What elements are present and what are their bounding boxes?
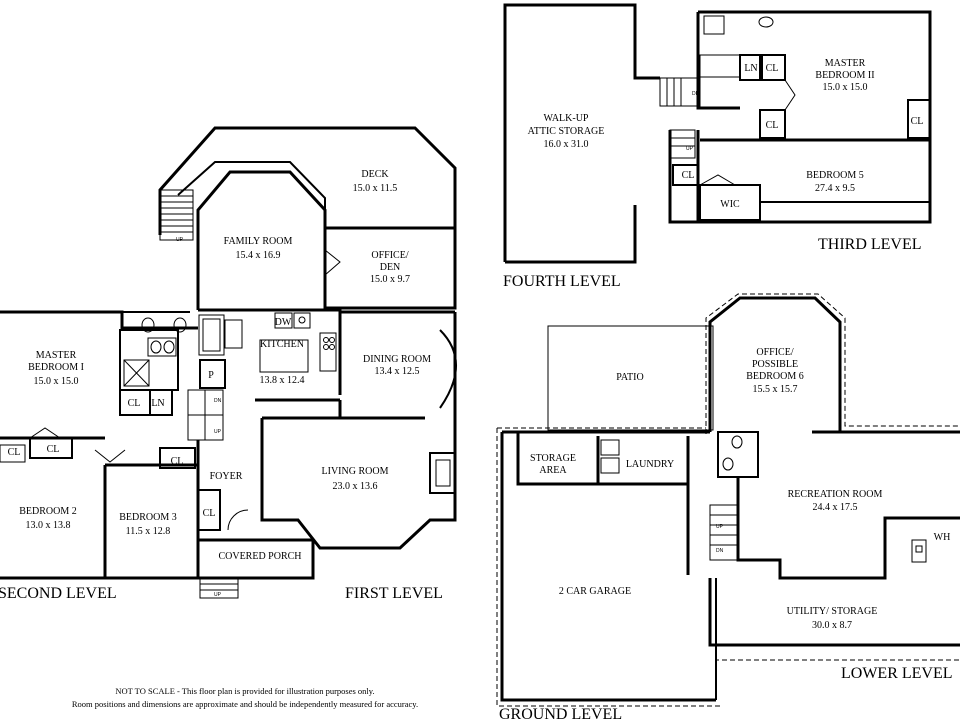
storage-area-label-1: STORAGE <box>530 453 576 464</box>
fourth-level-title: FOURTH LEVEL <box>503 273 621 290</box>
closet-label: CL <box>8 447 21 458</box>
kitchen-dims: 13.8 x 12.4 <box>260 375 305 386</box>
stair-dn-label: DN <box>692 91 700 97</box>
living-room-dims: 23.0 x 13.6 <box>333 481 378 492</box>
pantry-label: P <box>208 370 214 381</box>
office-den-dims: 15.0 x 9.7 <box>370 274 410 285</box>
office-den-label-2: DEN <box>380 262 401 273</box>
room-labels: DECK 15.0 x 11.5 FAMILY ROOM 15.4 x 16.9… <box>19 58 950 631</box>
kitchen-label: KITCHEN <box>260 339 304 350</box>
foyer-label: FOYER <box>210 471 243 482</box>
master-bedroom-2-dims: 15.0 x 15.0 <box>823 82 868 93</box>
fourth-level-plan <box>503 3 701 264</box>
covered-porch-label: COVERED PORCH <box>218 551 301 562</box>
office-den-label-1: OFFICE/ <box>371 250 408 261</box>
closet-label: CL <box>128 398 141 409</box>
attic-label-2: ATTIC STORAGE <box>528 126 605 137</box>
closet-label: CL <box>171 456 184 467</box>
storage-area-label-2: AREA <box>539 465 567 476</box>
dining-room-dims: 13.4 x 12.5 <box>375 366 420 377</box>
bedroom-3-label: BEDROOM 3 <box>119 512 177 523</box>
second-level-plan <box>0 310 200 580</box>
office-bedroom-6-label-1: OFFICE/ <box>756 347 793 358</box>
first-level-plan <box>158 126 457 599</box>
first-level-title: FIRST LEVEL <box>345 585 443 602</box>
closet-label: CL <box>203 508 216 519</box>
linen-label: LN <box>151 398 164 409</box>
deck-label: DECK <box>361 169 389 180</box>
master-bedroom-2-label-2: BEDROOM II <box>815 70 874 81</box>
dishwasher-label: DW <box>275 317 292 328</box>
stair-dn-label: DN <box>716 548 724 554</box>
second-level-title: SECOND LEVEL <box>0 585 117 602</box>
patio-label: PATIO <box>616 372 643 383</box>
utility-storage-label: UTILITY/ STORAGE <box>787 606 878 617</box>
disclaimer-line-2: Room positions and dimensions are approx… <box>72 699 418 709</box>
stair-dn-label: DN <box>214 398 222 404</box>
bedroom-5-dims: 27.4 x 9.5 <box>815 183 855 194</box>
stair-up-label: UP <box>214 429 222 435</box>
office-bedroom-6-label-2: POSSIBLE <box>752 359 798 370</box>
closet-label: CL <box>47 444 60 455</box>
family-room-dims: 15.4 x 16.9 <box>236 250 281 261</box>
attic-dims: 16.0 x 31.0 <box>544 139 589 150</box>
level-titles: SECOND LEVEL FIRST LEVEL FOURTH LEVEL TH… <box>0 236 953 720</box>
disclaimer: NOT TO SCALE - This floor plan is provid… <box>72 686 418 709</box>
wic-label: WIC <box>720 199 740 210</box>
closet-label: CL <box>911 116 924 127</box>
stair-up-label: UP <box>214 592 222 598</box>
ground-level-title: GROUND LEVEL <box>499 706 622 720</box>
bedroom-3-dims: 11.5 x 12.8 <box>126 526 171 537</box>
family-room-label: FAMILY ROOM <box>224 236 293 247</box>
office-bedroom-6-label-3: BEDROOM 6 <box>746 371 804 382</box>
fixture-labels: CL CL CL LN CL P CL DW LN CL CL CL CL DN… <box>8 63 924 598</box>
closet-label: CL <box>766 63 779 74</box>
stair-up-label: UP <box>686 146 694 152</box>
office-bedroom-6-dims: 15.5 x 15.7 <box>753 384 798 395</box>
garage-label: 2 CAR GARAGE <box>559 586 631 597</box>
lower-level-title: LOWER LEVEL <box>841 665 953 682</box>
third-level-plan <box>668 10 932 224</box>
dining-room-label: DINING ROOM <box>363 354 431 365</box>
linen-label: LN <box>744 63 757 74</box>
wh-label: WH <box>934 532 951 543</box>
third-level-title: THIRD LEVEL <box>818 236 922 253</box>
disclaimer-line-1: NOT TO SCALE - This floor plan is provid… <box>115 686 374 696</box>
attic-label-1: WALK-UP <box>544 113 589 124</box>
stair-up-label: UP <box>716 524 724 530</box>
deck-dims: 15.0 x 11.5 <box>353 183 398 194</box>
master-bedroom-2-label-1: MASTER <box>825 58 866 69</box>
recreation-room-label: RECREATION ROOM <box>788 489 883 500</box>
stair-up-label: UP <box>176 237 184 243</box>
closet-label: CL <box>766 120 779 131</box>
living-room-label: LIVING ROOM <box>322 466 389 477</box>
master-bedroom-1-dims: 15.0 x 15.0 <box>34 376 79 387</box>
bedroom-2-dims: 13.0 x 13.8 <box>26 520 71 531</box>
master-bedroom-1-label-1: MASTER <box>36 350 77 361</box>
closet-label: CL <box>682 170 695 181</box>
utility-storage-dims: 30.0 x 8.7 <box>812 620 852 631</box>
master-bedroom-1-label-2: BEDROOM I <box>28 362 84 373</box>
bedroom-5-label: BEDROOM 5 <box>806 170 864 181</box>
laundry-label: LAUNDRY <box>626 459 674 470</box>
recreation-room-dims: 24.4 x 17.5 <box>813 502 858 513</box>
bedroom-2-label: BEDROOM 2 <box>19 506 77 517</box>
lower-level-plan <box>708 478 960 661</box>
